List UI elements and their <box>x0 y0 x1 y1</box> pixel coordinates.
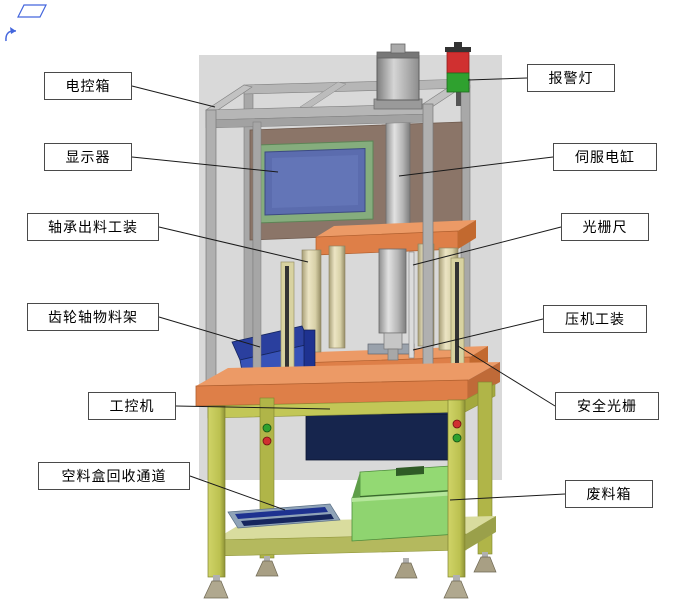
press-ram <box>378 248 407 334</box>
label-empty-box-recycle-channel: 空料盒回收通道 <box>38 462 190 490</box>
label-waste-box: 废料箱 <box>565 480 653 508</box>
label-press-tooling: 压机工装 <box>543 305 647 333</box>
linear-scale-graphic <box>408 251 415 359</box>
alarm-light-graphic <box>445 42 471 106</box>
label-electric-control-box: 电控箱 <box>44 72 132 100</box>
safety-light-curtain-left <box>280 261 295 375</box>
leveling-feet <box>203 552 497 599</box>
table-front-legs <box>207 399 466 578</box>
safety-light-curtain-right <box>450 257 465 371</box>
leader-lines <box>131 77 566 511</box>
label-alarm-light: 报警灯 <box>527 64 615 92</box>
label-gear-shaft-material-rack: 齿轮轴物料架 <box>27 303 159 331</box>
waste-box-graphic <box>351 465 459 542</box>
label-industrial-pc: 工控机 <box>88 392 176 420</box>
rotate-arrow-icon <box>5 27 17 42</box>
label-bearing-discharge-tooling: 轴承出料工装 <box>27 213 159 241</box>
label-linear-scale: 光栅尺 <box>561 213 649 241</box>
recycle-channel-graphic <box>227 503 341 529</box>
indicator-buttons <box>262 419 462 446</box>
view-parallelogram-icon <box>17 4 47 18</box>
work-table <box>195 362 500 407</box>
monitor-graphic <box>256 140 374 224</box>
label-monitor: 显示器 <box>44 143 132 171</box>
servo-motor-graphic <box>373 43 423 110</box>
label-servo-cylinder: 伺服电缸 <box>553 143 657 171</box>
label-safety-light-curtain: 安全光栅 <box>555 392 659 420</box>
